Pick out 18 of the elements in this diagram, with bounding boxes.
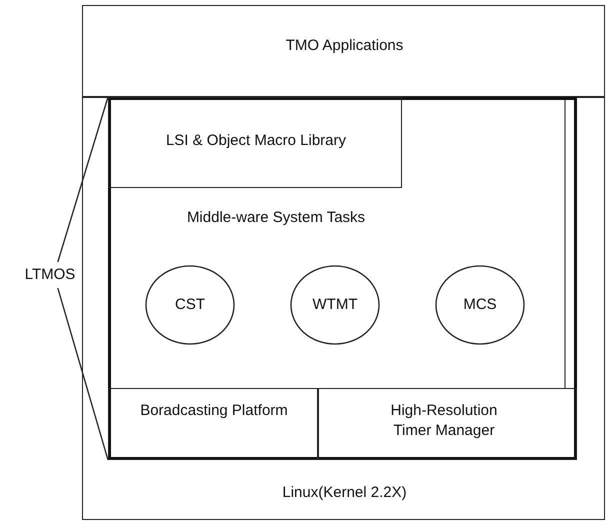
layer-box — [82, 97, 605, 520]
middleware-box — [108, 97, 577, 460]
layer-label: TMO Applications — [284, 36, 404, 56]
library-box — [108, 97, 402, 188]
component-box — [318, 388, 577, 460]
ellipse-label: WTMT — [312, 295, 358, 315]
component-box — [108, 388, 318, 460]
section-heading: Middle-ware System Tasks — [186, 208, 366, 228]
connector-line — [57, 96, 109, 262]
bracket-label: LTMOS — [24, 265, 76, 285]
ellipse-label: MCS — [462, 295, 498, 315]
ellipse-label: CST — [174, 295, 206, 315]
layer-label: Linux(Kernel 2.2X) — [281, 483, 408, 503]
connector-line — [57, 288, 109, 460]
layer-box — [82, 5, 605, 97]
box-label: LSI & Object Macro Library — [164, 131, 348, 151]
box-label: Boradcasting Platform — [139, 401, 289, 421]
box-label: High-Resolution Timer Manager — [390, 401, 498, 441]
